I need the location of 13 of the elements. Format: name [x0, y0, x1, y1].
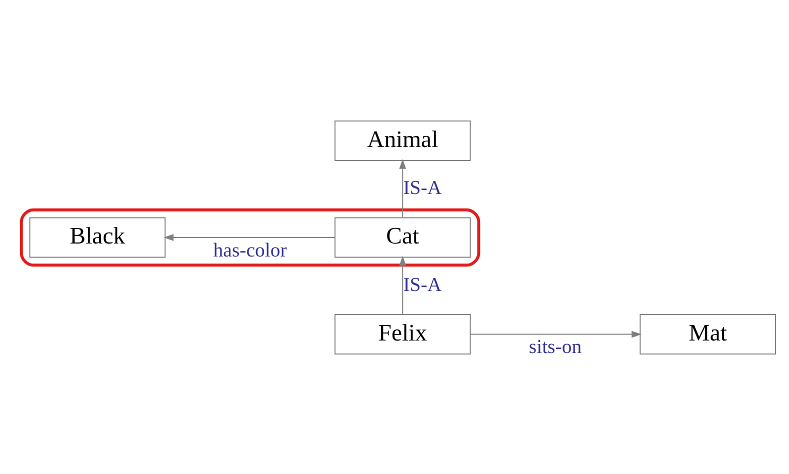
arrow [399, 158, 406, 218]
node-box: Felix [334, 314, 471, 354]
node-box: Animal [334, 120, 471, 160]
edge-label: IS-A [403, 176, 442, 199]
edge-label: IS-A [403, 273, 442, 296]
node-box: Mat [640, 314, 776, 354]
node-box: Cat [334, 216, 471, 258]
arrow [399, 255, 406, 314]
edge-label: has-color [213, 238, 287, 261]
edge-label: sits-on [528, 336, 582, 358]
node-box: Black [29, 216, 166, 258]
arrow [164, 234, 336, 240]
arrow [470, 330, 642, 338]
